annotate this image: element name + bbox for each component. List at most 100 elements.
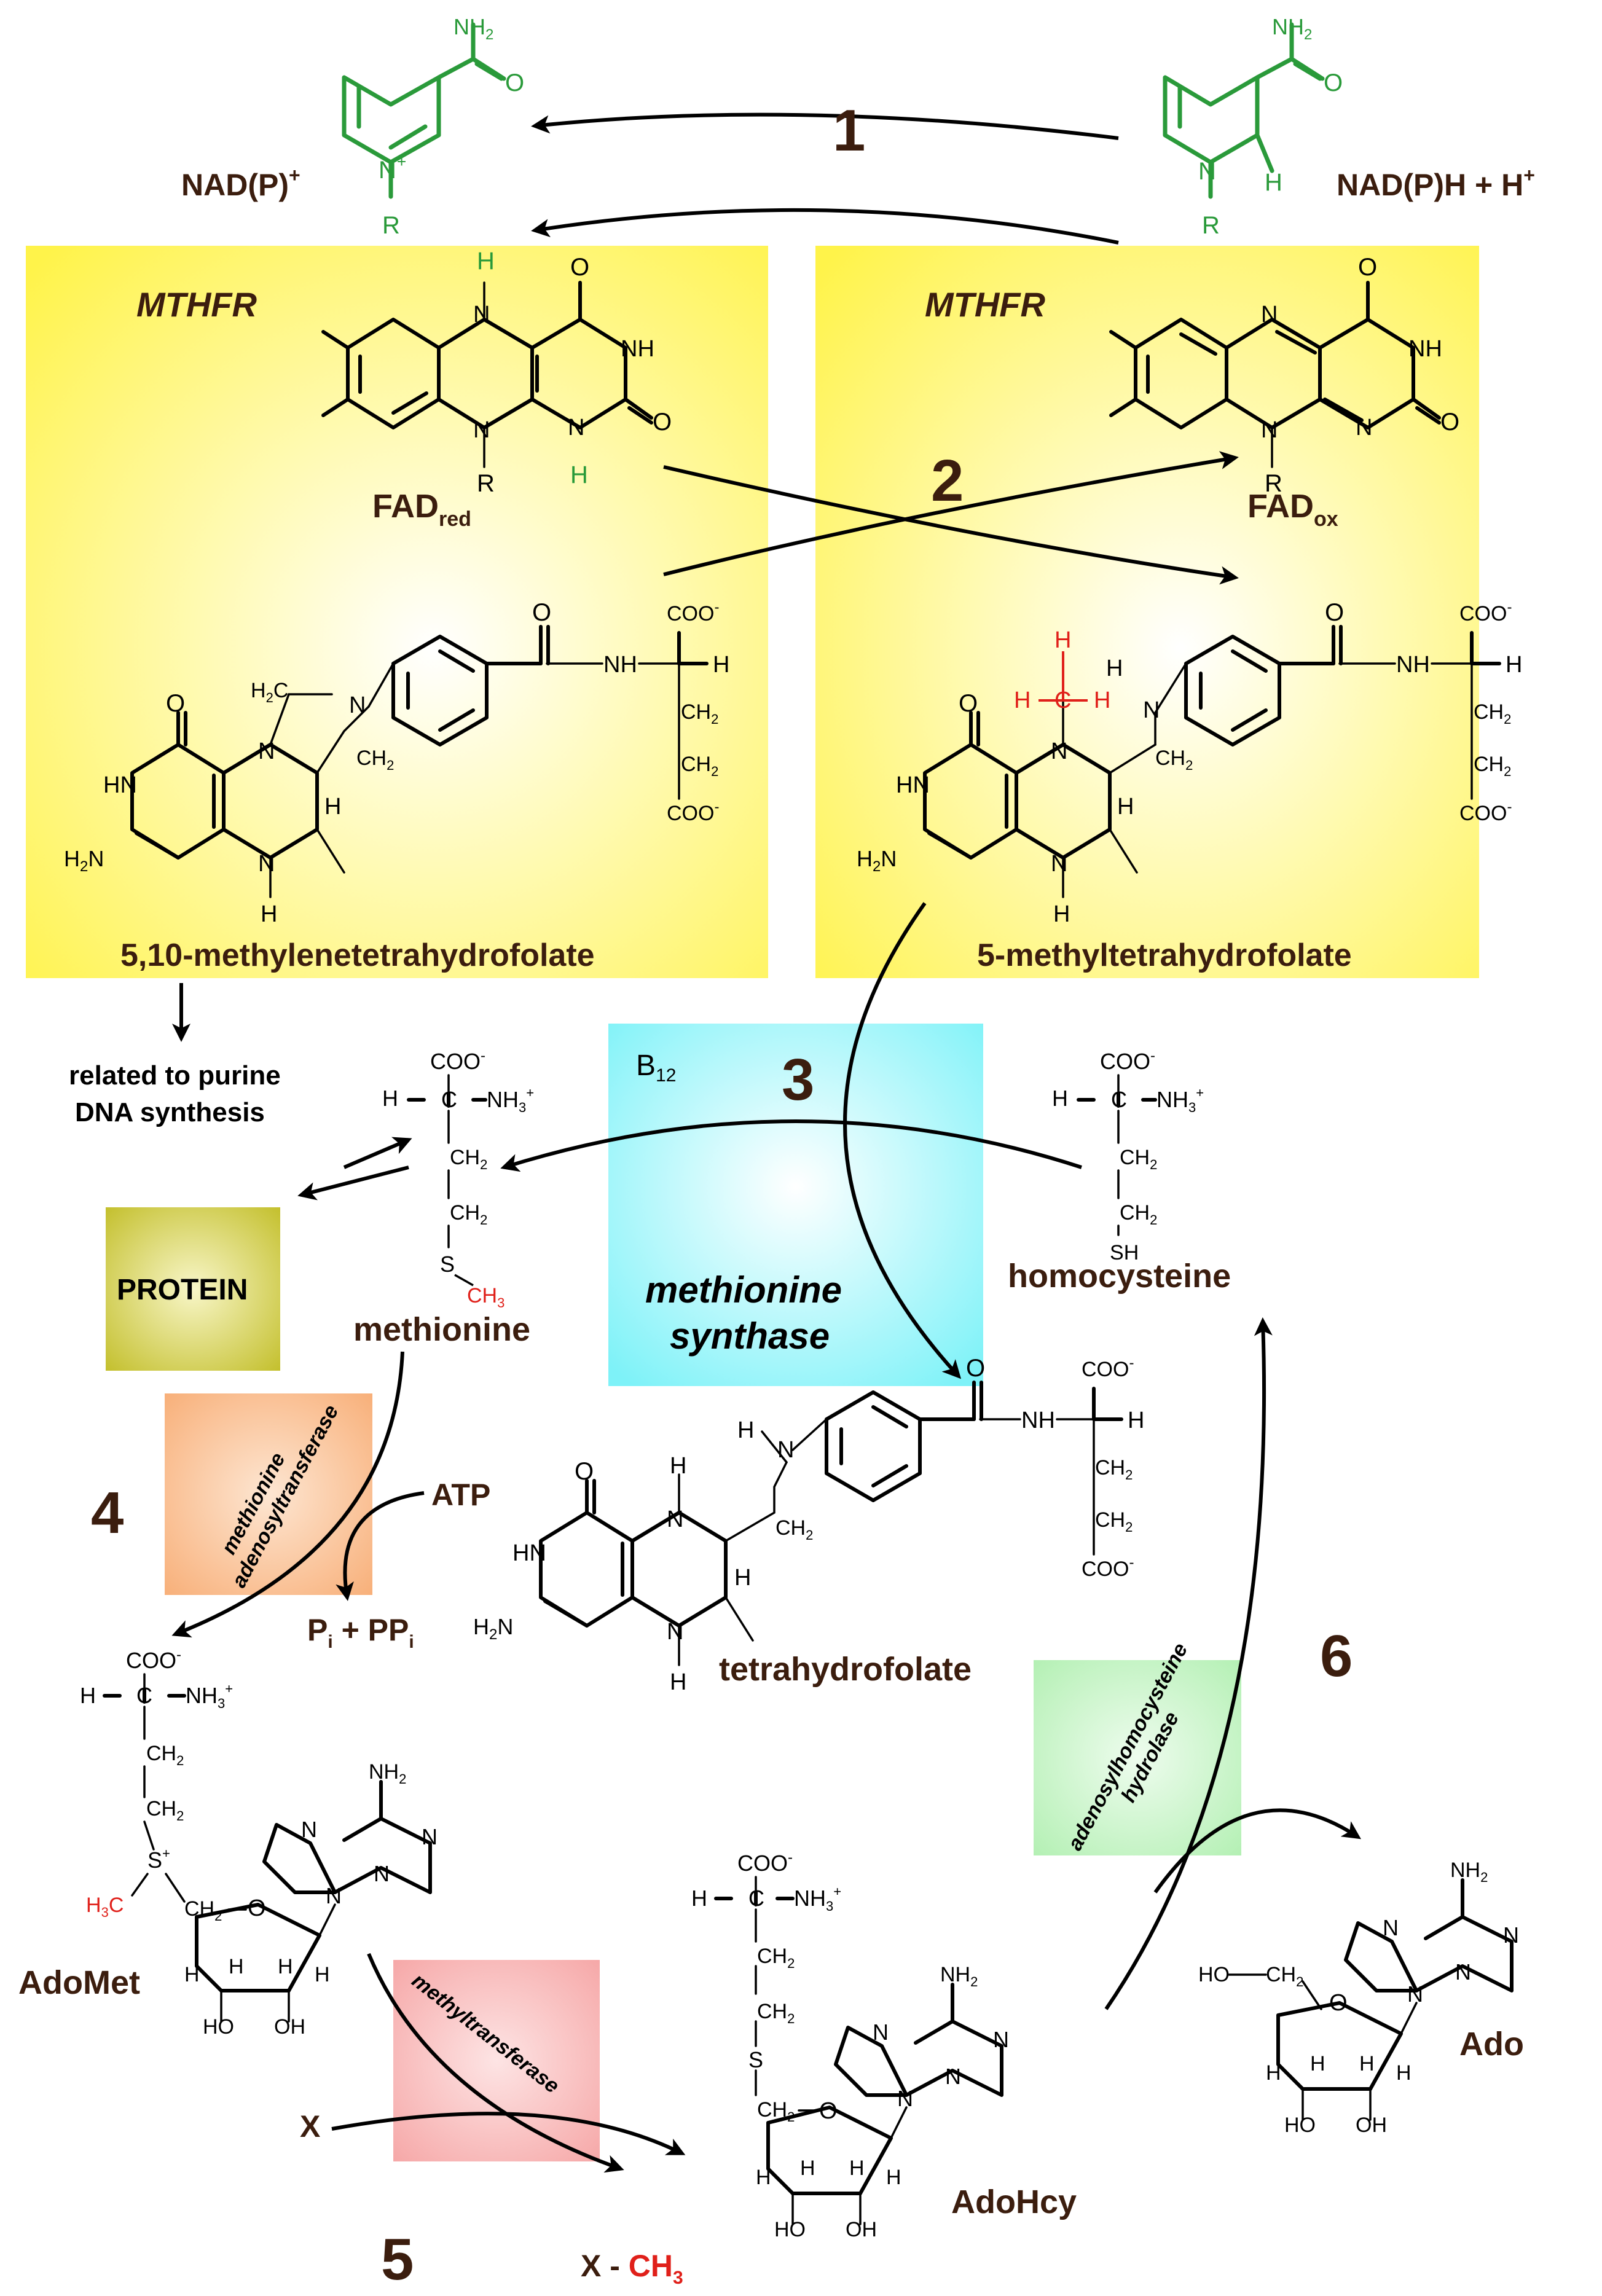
svg-text:H: H bbox=[849, 2157, 865, 2180]
svg-text:CH2: CH2 bbox=[681, 753, 718, 779]
svg-text:COO-: COO- bbox=[1082, 1355, 1134, 1381]
adomet-label: AdoMet bbox=[18, 1964, 140, 2001]
svg-text:H: H bbox=[324, 794, 341, 820]
svg-text:H: H bbox=[1359, 2052, 1375, 2075]
reaction-arrows bbox=[171, 112, 1361, 2173]
svg-text:NH3+: NH3+ bbox=[794, 1884, 841, 1914]
svg-text:CH2: CH2 bbox=[775, 1516, 813, 1543]
svg-text:O: O bbox=[819, 2098, 838, 2124]
svg-text:OH: OH bbox=[846, 2218, 877, 2241]
svg-text:CH2: CH2 bbox=[1095, 1456, 1133, 1483]
svg-text:C: C bbox=[1111, 1087, 1127, 1112]
svg-text:OH: OH bbox=[274, 2015, 305, 2039]
svg-text:H: H bbox=[670, 1453, 686, 1479]
svg-text:O: O bbox=[1358, 254, 1377, 281]
methyltransferase-box bbox=[393, 1960, 600, 2161]
svg-text:O: O bbox=[575, 1458, 594, 1485]
thf-structure: O HN H2N N H N H H N CH2 H O NH H COO- C… bbox=[473, 1355, 1144, 1695]
protein-box bbox=[106, 1207, 280, 1371]
svg-text:N: N bbox=[349, 692, 366, 718]
svg-text:N: N bbox=[1356, 415, 1372, 441]
purine-label-line2: DNA synthesis bbox=[75, 1097, 265, 1127]
svg-text:N: N bbox=[1383, 1915, 1399, 1940]
svg-text:N: N bbox=[1261, 302, 1278, 327]
svg-text:COO-: COO- bbox=[1100, 1048, 1155, 1074]
svg-text:N: N bbox=[1143, 697, 1160, 723]
svg-text:H: H bbox=[670, 1669, 686, 1695]
svg-text:H: H bbox=[315, 1963, 330, 1986]
svg-text:HO: HO bbox=[774, 2218, 806, 2241]
adenosyltransferase-box bbox=[165, 1393, 372, 1595]
svg-text:OH: OH bbox=[1356, 2114, 1387, 2137]
svg-text:H: H bbox=[1117, 794, 1134, 820]
svg-text:COO-: COO- bbox=[1459, 599, 1512, 625]
svg-text:R: R bbox=[382, 212, 400, 239]
svg-text:CH2: CH2 bbox=[757, 2000, 795, 2026]
step-1: 1 bbox=[833, 98, 865, 163]
svg-text:C: C bbox=[1054, 688, 1071, 713]
svg-text:R: R bbox=[1265, 470, 1282, 497]
svg-text:NH: NH bbox=[621, 336, 654, 362]
svg-text:O: O bbox=[966, 1355, 985, 1382]
methionine-synthase-box bbox=[608, 1024, 983, 1386]
svg-text:NH3+: NH3+ bbox=[1156, 1085, 1204, 1115]
step-2: 2 bbox=[931, 448, 964, 514]
svg-text:C: C bbox=[136, 1683, 152, 1708]
svg-text:NH3+: NH3+ bbox=[186, 1681, 233, 1711]
svg-text:NH: NH bbox=[603, 652, 637, 678]
svg-text:O: O bbox=[1325, 599, 1344, 626]
methyl-thf-label: 5-methyltetrahydrofolate bbox=[977, 938, 1352, 973]
svg-text:N: N bbox=[945, 2064, 961, 2089]
svg-text:H: H bbox=[1053, 901, 1070, 927]
methionine-label: methionine bbox=[353, 1311, 530, 1348]
svg-text:HO: HO bbox=[1284, 2114, 1316, 2137]
svg-text:S+: S+ bbox=[147, 1846, 170, 1873]
step-numbers: 1 2 3 4 5 6 bbox=[91, 98, 1353, 2292]
adenosine-structure: HO CH2 O HO OH H H H H N N N N NH2 bbox=[1198, 1859, 1519, 2137]
svg-text:CH2: CH2 bbox=[1155, 746, 1193, 773]
svg-text:O: O bbox=[959, 690, 978, 717]
svg-text:N: N bbox=[473, 302, 490, 327]
adohcy-structure: COO- H C NH3+ CH2 CH2 S CH2 O HO OH H H … bbox=[691, 1849, 1009, 2241]
svg-text:N: N bbox=[1051, 739, 1067, 764]
svg-text:NH2: NH2 bbox=[1272, 14, 1312, 43]
pi-ppi-label: Pi + PPi bbox=[307, 1613, 414, 1652]
svg-text:N: N bbox=[1198, 158, 1216, 185]
step-3: 3 bbox=[782, 1047, 814, 1113]
nadph-reduced-structure: NH2 O N H R bbox=[1163, 14, 1343, 239]
thf-label: tetrahydrofolate bbox=[719, 1651, 972, 1688]
svg-text:H3C: H3C bbox=[86, 1894, 124, 1920]
svg-text:S: S bbox=[748, 2047, 763, 2072]
svg-text:N: N bbox=[326, 1883, 342, 1908]
nadp-oxidized-structure: NH2 O N + R bbox=[342, 14, 524, 239]
svg-text:HO: HO bbox=[203, 2015, 234, 2039]
step-4: 4 bbox=[91, 1480, 124, 1546]
svg-text:N: N bbox=[1503, 1922, 1519, 1948]
svg-text:NH2: NH2 bbox=[369, 1760, 406, 1787]
svg-text:H: H bbox=[477, 248, 495, 275]
nadp-oxidized-label: NAD(P)+ bbox=[181, 164, 300, 202]
svg-text:CH2: CH2 bbox=[356, 746, 394, 773]
nadph-reduced-label: NAD(P)H + H+ bbox=[1337, 164, 1535, 202]
svg-text:CH2: CH2 bbox=[1266, 1963, 1303, 1989]
svg-text:N: N bbox=[1455, 1959, 1471, 1985]
svg-text:CH3: CH3 bbox=[467, 1284, 505, 1311]
svg-text:COO-: COO- bbox=[1082, 1554, 1134, 1581]
svg-text:H: H bbox=[756, 2166, 771, 2189]
svg-text:H: H bbox=[570, 461, 588, 488]
svg-text:CH2: CH2 bbox=[450, 1201, 487, 1228]
methylene-thf-label: 5,10-methylenetetrahydrofolate bbox=[120, 938, 595, 973]
svg-text:N: N bbox=[873, 2020, 889, 2045]
svg-text:O: O bbox=[1440, 409, 1459, 436]
svg-text:COO-: COO- bbox=[1459, 799, 1512, 825]
mthfr-box-left bbox=[26, 246, 768, 978]
svg-text:CH2: CH2 bbox=[1120, 1146, 1157, 1172]
homocysteine-label: homocysteine bbox=[1008, 1258, 1231, 1295]
svg-text:N: N bbox=[667, 1619, 683, 1645]
svg-text:NH2: NH2 bbox=[1450, 1859, 1488, 1885]
svg-text:O: O bbox=[570, 254, 589, 281]
svg-text:H2C: H2C bbox=[251, 679, 288, 705]
svg-text:H: H bbox=[80, 1683, 96, 1708]
x-methyl-label: X - CH3 bbox=[581, 2249, 683, 2288]
